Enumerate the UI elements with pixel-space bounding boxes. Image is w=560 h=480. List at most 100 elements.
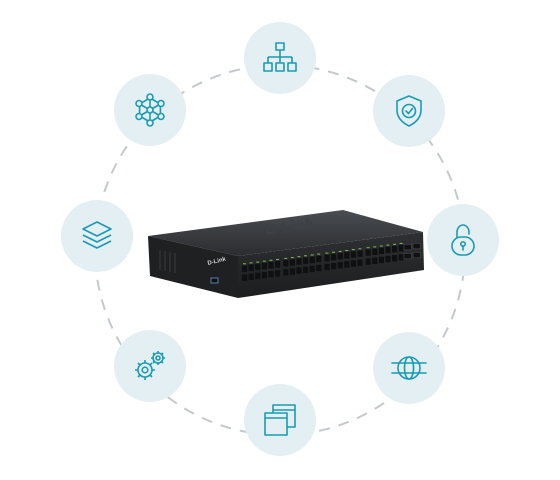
ethernet-port: [268, 262, 274, 269]
port-led: [249, 262, 253, 264]
lid-logo: D-Link: [264, 216, 315, 238]
ethernet-port: [261, 271, 267, 279]
ethernet-port: [275, 270, 281, 277]
network-switch: D-Link D-Link: [148, 210, 424, 298]
port-led: [284, 257, 288, 259]
ethernet-port: [365, 249, 371, 256]
padlock-icon: [451, 224, 475, 256]
ethernet-port: [283, 260, 289, 267]
ethernet-port: [357, 259, 363, 266]
ethernet-port: [242, 265, 248, 272]
ethernet-port: [309, 256, 315, 264]
ethernet-port: [392, 246, 398, 253]
ethernet-port: [289, 268, 295, 275]
port-led: [269, 259, 273, 261]
sfp-port: [412, 242, 421, 250]
port-led: [393, 243, 396, 245]
windows-stack-icon: [264, 404, 296, 436]
ethernet-port: [261, 262, 267, 270]
ethernet-port: [296, 258, 302, 265]
hub-nodes-feature: [114, 74, 186, 146]
port-led: [366, 247, 370, 249]
ethernet-port: [303, 266, 309, 273]
ethernet-port: [331, 253, 337, 261]
ethernet-port: [309, 265, 315, 273]
ethernet-port: [289, 259, 295, 266]
ethernet-port: [242, 274, 248, 281]
ethernet-port: [357, 250, 363, 257]
port-led: [386, 244, 390, 246]
ethernet-port: [378, 256, 384, 264]
ethernet-port: [324, 254, 330, 262]
port-led: [276, 259, 279, 260]
ethernet-port: [344, 252, 350, 259]
port-led: [256, 261, 260, 263]
sfp-port: [403, 244, 412, 251]
ethernet-port: [316, 264, 322, 272]
network-topology-icon: [263, 42, 297, 72]
ethernet-port: [385, 246, 391, 254]
ethernet-port: [324, 263, 330, 271]
ethernet-port: [350, 260, 356, 267]
ethernet-port: [350, 251, 356, 258]
ethernet-port: [248, 273, 254, 280]
console-port: [210, 277, 219, 284]
port-led: [373, 246, 377, 248]
port-led: [332, 251, 335, 253]
globe-icon: [391, 356, 427, 380]
ethernet-port: [392, 255, 398, 262]
port-led: [317, 253, 321, 255]
ethernet-port: [365, 258, 371, 265]
network-topology-feature: [244, 22, 316, 94]
ethernet-port: [255, 272, 261, 280]
port-led: [310, 254, 314, 256]
layers-feature: [61, 200, 133, 272]
port-array: [242, 242, 421, 281]
ethernet-port: [255, 263, 261, 271]
globe-feature: [373, 332, 445, 404]
ethernet-port: [303, 257, 309, 264]
ethernet-port: [398, 245, 404, 252]
switch-top-panel: [148, 210, 423, 256]
ethernet-port: [316, 255, 322, 263]
ethernet-port: [248, 264, 254, 271]
ethernet-port: [331, 262, 337, 270]
port-led: [358, 248, 362, 250]
port-led: [297, 256, 301, 258]
port-led: [325, 252, 329, 254]
layers-icon: [82, 221, 112, 249]
ethernet-port: [372, 257, 378, 264]
gears-feature: [114, 330, 186, 402]
side-vents: [159, 250, 176, 273]
port-led: [379, 245, 383, 247]
ethernet-port: [296, 267, 302, 274]
ethernet-port: [337, 262, 343, 269]
port-led: [304, 255, 307, 257]
ethernet-port: [385, 255, 391, 263]
hub-nodes-icon: [135, 93, 165, 127]
shield-feature: [373, 75, 445, 147]
ethernet-port: [398, 254, 404, 261]
windows-feature: [244, 384, 316, 456]
port-led: [338, 250, 342, 252]
port-led: [351, 249, 355, 251]
sfp-port: [412, 251, 421, 259]
port-led: [345, 250, 349, 251]
gears-icon: [135, 351, 165, 380]
ethernet-port: [337, 253, 343, 260]
ethernet-port: [283, 269, 289, 276]
port-led: [290, 257, 294, 259]
port-led: [243, 263, 246, 265]
ethernet-port: [344, 261, 350, 268]
port-led: [262, 260, 266, 262]
front-brand-label: D-Link: [207, 256, 227, 266]
sfp-port: [403, 253, 412, 260]
ethernet-port: [372, 248, 378, 255]
ethernet-port: [275, 261, 281, 268]
shield-check-icon: [396, 95, 422, 127]
ethernet-port: [378, 247, 384, 255]
padlock-feature: [427, 204, 499, 276]
port-led: [399, 242, 403, 244]
ethernet-port: [268, 271, 274, 278]
